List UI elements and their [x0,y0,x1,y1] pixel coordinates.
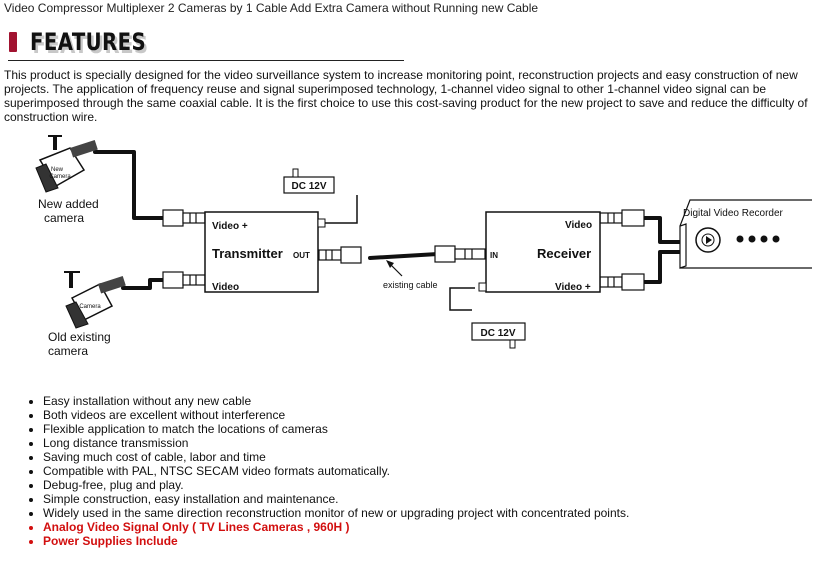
dvr-led-icon [748,235,756,243]
dc-top-wire [325,195,358,224]
feature-item: Easy installation without any new cable [43,394,629,408]
new-camera-label-line1: New added [38,197,99,211]
dvr-led-icon [772,235,780,243]
dc-top-box [283,176,335,194]
product-title: Video Compressor Multiplexer 2 Cameras b… [4,1,539,15]
feature-item: Saving much cost of cable, labor and tim… [43,450,629,464]
dc-bottom-wire [449,287,475,311]
old-camera-icon: Camera [64,271,126,329]
existing-cable-arrowhead [386,260,394,268]
dc-bottom-box [471,322,526,341]
dvr-led-icon [736,235,744,243]
dvr-play-icon [706,236,712,244]
new-camera-icon: New Camera [35,135,98,193]
new-camera-tag-line1: New [51,167,64,173]
old-camera-label-line2: camera [48,344,88,358]
tx-video-plus-label: Video + [212,221,248,232]
rx-video-plus-label: Video + [555,282,591,293]
existing-coax-cable [368,252,440,260]
bnc-connector-rx-video [599,209,645,227]
heading-accent-bar [9,32,17,52]
feature-item: Simple construction, easy installation a… [43,492,629,506]
bnc-connector-tx-video-plus [162,209,206,227]
bnc-connector-rx-video-plus [599,273,645,291]
feature-item: Compatible with PAL, NTSC SECAM video fo… [43,464,629,478]
new-camera-tag-line2: Camera [49,174,71,180]
new-camera-cable [93,150,167,220]
tx-out-label: OUT [293,251,310,260]
existing-cable-arrow [389,263,403,277]
feature-item: Flexible application to match the locati… [43,422,629,436]
receiver-label: Receiver [537,246,591,261]
dc-top-label: DC 12V [291,181,326,192]
receiver-power-jack [478,282,487,292]
tx-video-label: Video [212,282,239,293]
rx-in-label: IN [490,251,498,260]
dvr-led-icon [760,235,768,243]
dvr-device: Digital Video Recorder [679,199,812,269]
transmitter-label: Transmitter [212,246,283,261]
bnc-connector-tx-video [162,271,206,289]
old-camera-label-line1: Old existing [48,330,111,344]
bnc-connector-rx-in [434,245,486,263]
feature-item: Both videos are excellent without interf… [43,408,629,422]
transmitter-power-jack [317,218,326,228]
receiver-box [485,211,601,293]
dvr-label: Digital Video Recorder [683,208,784,219]
old-camera-cable [121,278,167,290]
rx-video-cable [643,216,682,244]
dc-bottom-label: DC 12V [480,328,515,339]
feature-item: Long distance transmission [43,436,629,450]
existing-cable-label: existing cable [383,280,438,290]
transmitter-box [204,211,319,293]
bnc-connector-tx-out [318,246,362,264]
feature-list: Easy installation without any new cableB… [25,394,629,548]
old-camera-tag: Camera [79,304,101,310]
dc-top-plug [292,168,299,178]
product-description: This product is specially designed for t… [4,68,808,124]
new-camera-label-line2: camera [44,211,84,225]
features-heading: FEATURES [8,28,404,61]
rx-video-plus-cable [643,250,682,284]
feature-item: Debug-free, plug and play. [43,478,629,492]
wiring-diagram: New Camera New added camera Camera Old e… [35,135,812,358]
features-heading-text: FEATURES [30,28,147,56]
feature-item: Widely used in the same direction recons… [43,506,629,520]
feature-item: Analog Video Signal Only ( TV Lines Came… [43,520,629,534]
rx-video-label: Video [565,220,592,231]
feature-item: Power Supplies Include [43,534,629,548]
dc-bottom-plug [509,339,516,349]
